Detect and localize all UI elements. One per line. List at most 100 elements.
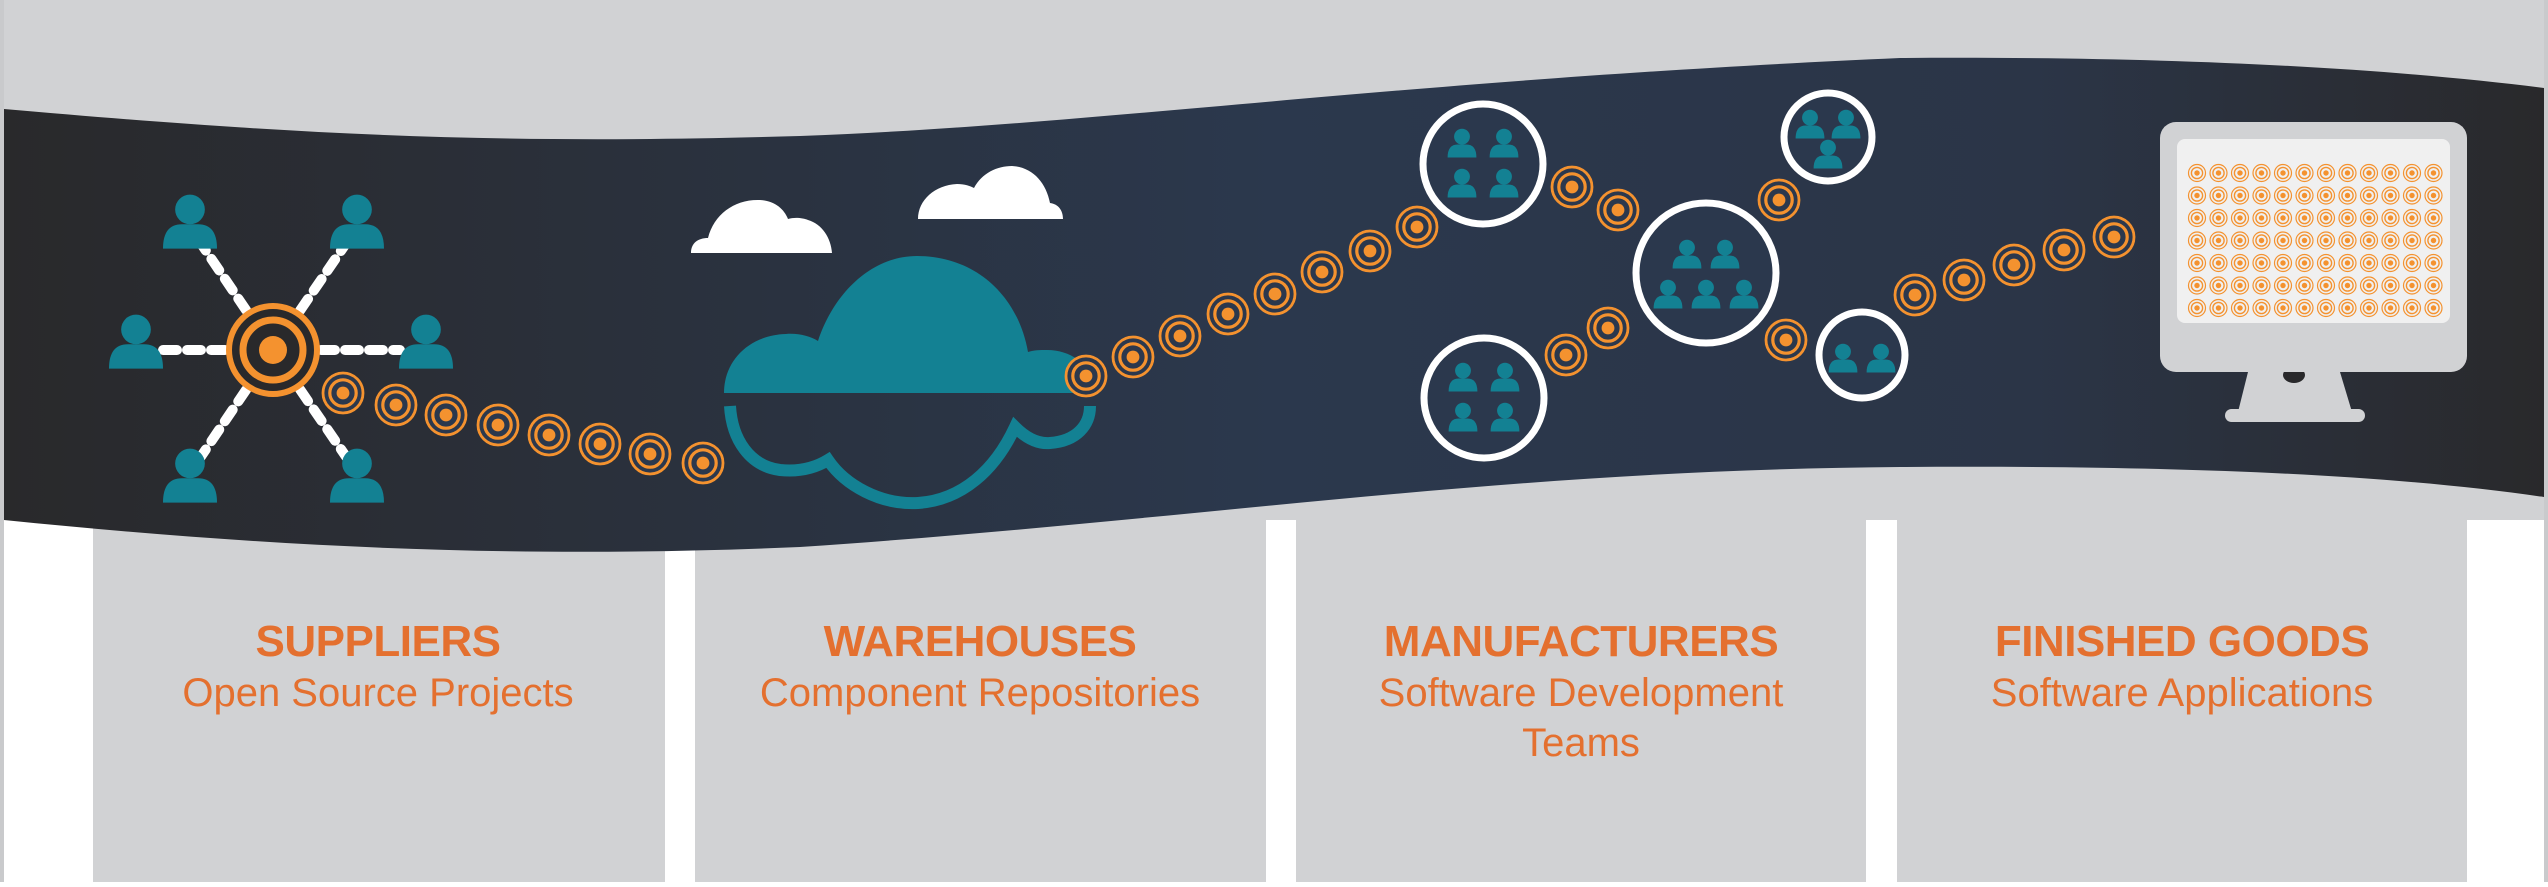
target-icon (321, 371, 365, 415)
target-icon (2316, 186, 2336, 205)
target-icon (2424, 208, 2443, 228)
target-icon (2338, 231, 2357, 250)
manufacturer-teams (1419, 89, 1909, 462)
target-icon (1596, 188, 1640, 232)
target-icon (2273, 208, 2293, 228)
target-icon (2316, 253, 2336, 273)
target-icon (1544, 333, 1588, 377)
target-icon (2252, 298, 2271, 318)
chain-supplier-hub-to-warehouse (321, 371, 725, 485)
target-icon (2359, 253, 2379, 273)
target-icon (374, 383, 418, 427)
target-icon (2338, 253, 2357, 273)
target-icon (2252, 163, 2271, 183)
target-icon (2230, 276, 2250, 295)
target-icon (2187, 231, 2207, 250)
target-icon (2381, 163, 2400, 183)
target-icon (2295, 253, 2314, 273)
target-icon (2402, 298, 2422, 318)
chain-team-c-to-team-d (1757, 178, 1801, 222)
target-icon (2209, 186, 2228, 205)
target-icon (2402, 253, 2422, 273)
column-subtitle-line-2: Teams (1522, 721, 1640, 765)
target-icon (2187, 208, 2207, 228)
target-icon (2230, 231, 2250, 250)
left-border (0, 0, 4, 882)
target-icon (2295, 298, 2314, 318)
target-icon (2187, 186, 2207, 205)
target-icon (2295, 231, 2314, 250)
target-icon (2359, 163, 2379, 183)
chain-warehouse-to-team-a (1064, 205, 1439, 398)
column-label-finished-goods: FINISHED GOODS Software Applications (1897, 616, 2467, 718)
target-icon (2338, 186, 2357, 205)
target-icon (2402, 163, 2422, 183)
column-manufacturers (1296, 440, 1866, 882)
finished-goods-monitor-icon (2160, 122, 2467, 422)
target-icon (2187, 276, 2207, 295)
target-icon (2381, 231, 2400, 250)
column-label-warehouses: WAREHOUSES Component Repositories (695, 616, 1265, 718)
target-icon (628, 432, 672, 476)
target-icon (2424, 163, 2443, 183)
target-icon (2359, 186, 2379, 205)
target-icon (2381, 253, 2400, 273)
target-icon (2402, 186, 2422, 205)
connector-targets (321, 165, 2136, 485)
target-icon (2316, 163, 2336, 183)
target-icon (2316, 231, 2336, 250)
target-icon (2209, 163, 2228, 183)
target-icon (2209, 208, 2228, 228)
target-icon (2381, 298, 2400, 318)
column-finished-goods (1897, 440, 2467, 882)
target-icon (2359, 276, 2379, 295)
column-title: FINISHED GOODS (1994, 617, 2370, 666)
target-icon (2424, 186, 2443, 205)
target-icon (681, 441, 725, 485)
monitor-base (2225, 409, 2365, 422)
target-icon (2209, 231, 2228, 250)
column-label-manufacturers: MANUFACTURERS Software Development Teams (1296, 616, 1866, 768)
target-icon (2252, 186, 2271, 205)
target-icon (2092, 215, 2136, 259)
target-icon (2042, 228, 2086, 272)
chain-team-a-to-team-c (1550, 165, 1640, 232)
warehouse-cloud-icon (724, 256, 1096, 510)
target-icon (1586, 306, 1630, 350)
target-icon (527, 413, 571, 457)
target-icon (1550, 165, 1594, 209)
target-icon (2295, 208, 2314, 228)
target-icon (1111, 335, 1155, 379)
target-icon (2316, 208, 2336, 228)
team-b-circle (1420, 334, 1548, 462)
chain-team-e-to-finished-goods (1893, 215, 2136, 317)
target-icon (2402, 208, 2422, 228)
target-icon (2424, 253, 2443, 273)
target-icon (1992, 243, 2036, 287)
target-icon (2230, 298, 2250, 318)
target-icon (2338, 276, 2357, 295)
target-icon (2273, 253, 2293, 273)
target-icon (2252, 231, 2271, 250)
target-icon (1206, 292, 1250, 336)
target-icon (2295, 163, 2314, 183)
column-title: MANUFACTURERS (1383, 617, 1779, 666)
target-icon (2273, 276, 2293, 295)
target-icon (2338, 163, 2357, 183)
target-icon (2252, 253, 2271, 273)
target-icon (2359, 208, 2379, 228)
target-icon (2402, 231, 2422, 250)
target-icon (1158, 314, 1202, 358)
chain-team-b-to-team-c (1544, 306, 1630, 377)
target-icon (2424, 298, 2443, 318)
team-a-circle (1419, 100, 1547, 228)
column-subtitle: Component Repositories (759, 671, 1201, 715)
target-icon (2381, 208, 2400, 228)
target-icon (1300, 250, 1344, 294)
supplier-hub-target-icon (226, 303, 320, 397)
target-icon (2295, 186, 2314, 205)
target-icon (2209, 298, 2228, 318)
target-icon (2402, 276, 2422, 295)
right-border (2544, 0, 2548, 882)
